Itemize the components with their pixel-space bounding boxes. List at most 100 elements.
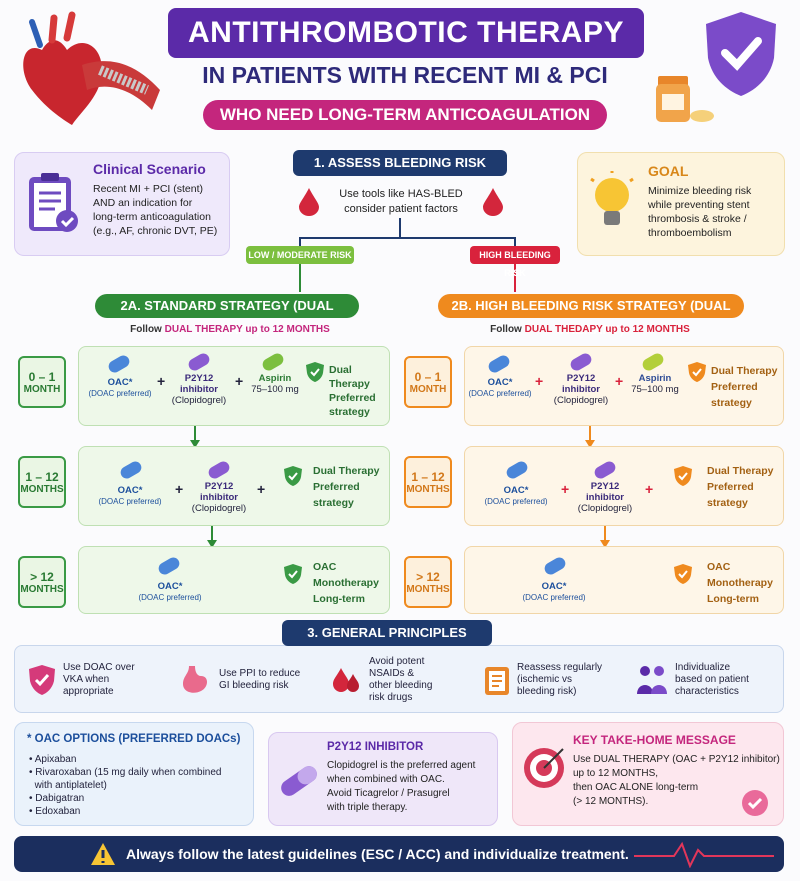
warning-icon bbox=[90, 842, 116, 869]
plus-sign: + bbox=[157, 373, 166, 389]
doac-preferred-label: (DOAC preferred) bbox=[98, 497, 162, 506]
doac-preferred-label: (DOAC preferred) bbox=[468, 389, 532, 398]
shield-check-icon bbox=[673, 465, 693, 492]
strategy-label: strategy bbox=[711, 397, 752, 409]
p2y12-label: P2Y12 bbox=[566, 373, 596, 384]
dual-therapy-label: Dual Therapy bbox=[313, 465, 380, 477]
check-circle-icon bbox=[741, 789, 769, 822]
capsule-icon bbox=[277, 761, 321, 806]
heartbeat-icon bbox=[634, 840, 774, 871]
strategy-label: strategy bbox=[707, 497, 748, 509]
strategy-label: strategy bbox=[313, 497, 354, 509]
monotherapy-label: Monotherapy bbox=[707, 577, 773, 589]
plus-sign: + bbox=[257, 481, 266, 497]
dual-therapy-label: Dual Therapy bbox=[329, 364, 370, 390]
subtitle-pill: WHO NEED LONG-TERM ANTICOAGULATION bbox=[203, 100, 607, 130]
scenario-title: Clinical Scenario bbox=[93, 161, 206, 177]
capsule-green-icon bbox=[261, 353, 285, 376]
blood-drop-icon bbox=[296, 186, 322, 216]
goal-title: GOAL bbox=[648, 163, 689, 179]
oac-label: OAC* bbox=[487, 377, 513, 388]
goal-line-1: Minimize bleeding risk bbox=[648, 185, 752, 197]
high-bleeding-risk-label: HIGH BLEEDING RISK bbox=[470, 246, 560, 278]
goal-line-2: while preventing stent bbox=[648, 199, 750, 211]
assess-line-1: Use tools like HAS-BLED bbox=[339, 188, 463, 200]
capsule-purple-icon bbox=[207, 461, 231, 484]
oac-label: OAC* bbox=[503, 485, 529, 496]
general-principles-header: 3. GENERAL PRINCIPLES bbox=[282, 620, 492, 646]
capsule-blue-icon bbox=[487, 355, 511, 378]
preferred-label: Preferred bbox=[329, 392, 376, 404]
key-message-card: KEY TAKE-HOME MESSAGE Use DUAL THERAPY (… bbox=[512, 722, 784, 826]
key-line-4: (> 12 MONTHS). bbox=[573, 796, 649, 807]
heart-artery-illustration bbox=[12, 10, 162, 130]
p2y12-line-2: when combined with OAC. bbox=[327, 774, 445, 785]
doac-preferred-label: (DOAC preferred) bbox=[138, 593, 202, 602]
doac-preferred-label: (DOAC preferred) bbox=[522, 593, 586, 602]
oac-label: OAC bbox=[313, 561, 337, 573]
page-subtitle: IN PATIENTS WITH RECENT MI & PCI bbox=[202, 62, 608, 88]
p2y12-line-4: with triple therapy. bbox=[327, 802, 408, 813]
blood-drop-icon bbox=[480, 186, 506, 216]
standard-strategy-header: 2A. STANDARD STRATEGY (DUAL THERAPY) bbox=[95, 294, 359, 337]
dual-therapy-label: Dual Therapy bbox=[711, 365, 778, 377]
long-term-label: Long-term bbox=[313, 593, 365, 605]
capsule-purple-icon bbox=[593, 461, 617, 484]
strategy-a-follow: Follow DUAL THERAPY up to 12 MONTHS bbox=[130, 324, 330, 335]
p2y12-inhibitor-card: P2Y12 INHIBITOR Clopidogrel is the prefe… bbox=[268, 732, 498, 826]
scenario-line-4: (e.g., AF, chronic DVT, PE) bbox=[93, 225, 218, 237]
capsule-green-icon bbox=[641, 353, 665, 376]
capsule-blue-icon bbox=[543, 557, 567, 580]
list-item: • Apixaban bbox=[29, 754, 77, 765]
plus-sign: + bbox=[645, 481, 654, 497]
target-icon bbox=[521, 745, 567, 796]
capsule-blue-icon bbox=[505, 461, 529, 484]
shield-check-icon bbox=[673, 563, 693, 590]
list-item: with antiplatelet) bbox=[34, 780, 107, 791]
dual-therapy-label: Dual Therapy bbox=[707, 465, 774, 477]
goal-line-3: thrombosis & stroke / bbox=[648, 213, 747, 225]
shield-check-icon bbox=[305, 361, 325, 388]
shield-check-icon bbox=[29, 665, 55, 695]
high-bleeding-strategy-header: 2B. HIGH BLEEDING RISK STRATEGY (DUAL TH… bbox=[438, 294, 744, 337]
strategy-label: strategy bbox=[329, 406, 370, 418]
plus-sign: + bbox=[561, 481, 570, 497]
capsule-blue-icon bbox=[107, 355, 131, 378]
oac-label: OAC* bbox=[117, 485, 143, 496]
inhibitor-label: inhibitor bbox=[562, 384, 600, 395]
clopidogrel-label: (Clopidogrel) bbox=[577, 503, 633, 514]
people-icon bbox=[637, 666, 667, 694]
oac-options-list: • Apixaban • Rivaroxaban (15 mg daily wh… bbox=[29, 753, 253, 818]
aspirin-dose-label: 75–100 mg bbox=[251, 384, 299, 395]
low-moderate-risk-label: LOW / MODERATE RISK bbox=[246, 246, 354, 264]
aspirin-label: Aspirin bbox=[258, 373, 292, 384]
list-item: • Edoxaban bbox=[29, 806, 81, 817]
footer-banner: Always follow the latest guidelines (ESC… bbox=[14, 836, 784, 872]
plus-sign: + bbox=[535, 373, 544, 389]
plus-sign: + bbox=[175, 481, 184, 497]
preferred-label: Preferred bbox=[707, 481, 754, 493]
goal-card: GOAL Minimize bleeding risk while preven… bbox=[577, 152, 785, 256]
key-line-3: then OAC ALONE long-term bbox=[573, 782, 699, 793]
scenario-line-2: AND an indication for bbox=[93, 197, 193, 209]
checklist-icon bbox=[485, 667, 509, 695]
pill-bottle-icon bbox=[650, 68, 720, 128]
scenario-line-3: long-term anticoagulation bbox=[93, 211, 211, 223]
key-line-1: Use DUAL THERAPY (OAC + P2Y12 inhibitor) bbox=[573, 754, 780, 765]
oac-label: OAC* bbox=[541, 581, 567, 592]
list-item: • Dabigatran bbox=[29, 793, 85, 804]
oac-options-card: * OAC OPTIONS (PREFERRED DOACs) • Apixab… bbox=[14, 722, 254, 826]
p2y12-line-1: Clopidogrel is the preferred agent bbox=[327, 760, 476, 771]
